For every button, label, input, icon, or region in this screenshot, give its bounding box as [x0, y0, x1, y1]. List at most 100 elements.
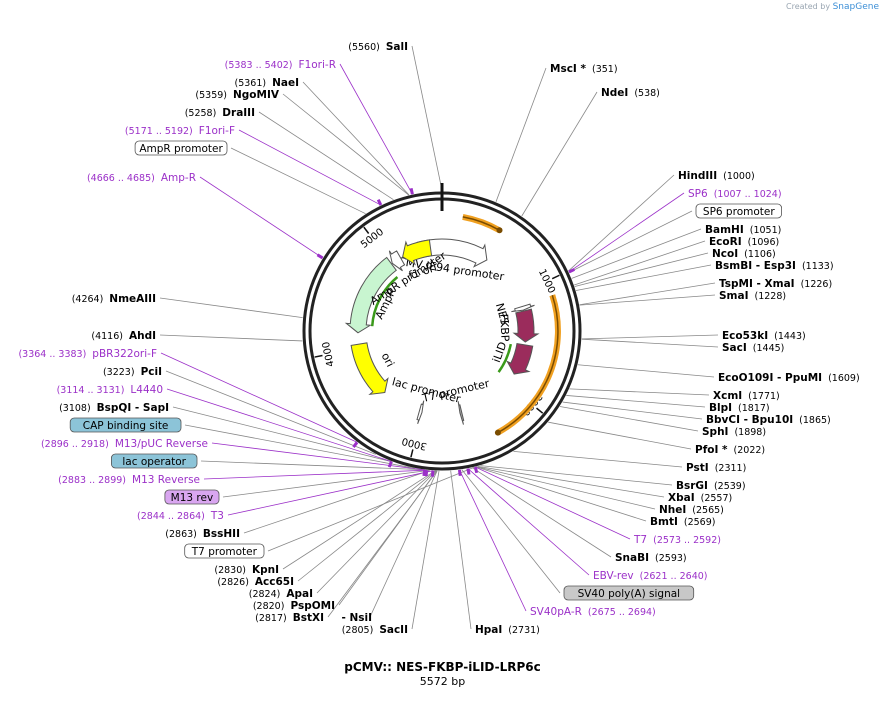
feature-t7-promoter	[457, 401, 465, 425]
site-position: (1000)	[723, 171, 755, 182]
leader-sacii	[411, 470, 440, 630]
label-text-psti: PstI(2311)	[686, 462, 746, 474]
site-name: NcoI	[712, 248, 738, 260]
leader-lac-operator	[200, 460, 423, 471]
leader-tspmi	[579, 282, 716, 306]
snapgene-logo: SnapGene	[832, 2, 879, 12]
site-name: TspMI - XmaI	[719, 278, 795, 290]
primer-mark	[352, 441, 359, 448]
leader-eco0109i	[577, 364, 715, 378]
site-position: (2817)	[255, 613, 287, 624]
primer-mark	[387, 460, 393, 468]
leader-bspqi	[172, 406, 393, 463]
label-text-f1ori-f: (5171 .. 5192)F1ori-F	[125, 125, 235, 137]
leader-psti	[513, 450, 683, 468]
leader-amp-r	[199, 176, 323, 259]
tick-label: 5000	[359, 227, 386, 251]
leader-draiii	[258, 111, 394, 201]
label-sv40pa-r: SV40pA-R(2675 .. 2694)	[530, 606, 656, 618]
site-name: XcmI	[713, 390, 742, 402]
leader-m13-reverse	[203, 469, 427, 480]
label-m13-puc-reverse: (2896 .. 2918)M13/pUC Reverse	[41, 438, 208, 450]
label-bsmbi: BsmBI - Esp3I(1133)	[715, 260, 834, 272]
site-position: (1051)	[750, 225, 782, 236]
tick-mark	[536, 407, 544, 414]
site-name: NaeI	[272, 77, 299, 89]
site-position: (4116)	[91, 331, 123, 342]
label-acc65i: (2826)Acc65I	[217, 576, 294, 588]
feature-nes	[511, 303, 535, 313]
leader-blpi	[566, 395, 706, 408]
site-name: SacI	[722, 342, 747, 354]
leader-bsmbi	[575, 264, 712, 291]
leader-l4440	[166, 388, 392, 462]
site-name: EBV-rev	[593, 570, 634, 582]
site-name: BbvCI - Bpu10I	[706, 414, 793, 426]
primer-mark	[457, 469, 462, 477]
label-text-sv40pa-r: SV40pA-R(2675 .. 2694)	[530, 606, 656, 618]
site-name: MscI *	[550, 63, 586, 75]
leader-cap-binding-site	[184, 424, 415, 469]
label-text-draiii: (5258)DraIII	[185, 107, 255, 119]
label-text-ebv-rev: EBV-rev(2621 .. 2640)	[593, 570, 708, 582]
label-text-bstxi: (2817)BstXI	[255, 612, 324, 624]
feature-lac-promoter	[416, 400, 425, 425]
site-name: BssHII	[203, 528, 240, 540]
site-name: SacII	[379, 624, 408, 636]
label-text-sv40-polya: SV40 poly(A) signal	[578, 588, 681, 600]
label-text-sacii: (2805)SacII	[342, 624, 408, 636]
site-name: SmaI	[719, 290, 749, 302]
leader-f1ori-r	[339, 63, 413, 195]
site-name: - NsiI	[341, 612, 372, 624]
label-box-lac-operator	[111, 453, 198, 469]
plasmid-size: 5572 bp	[419, 675, 466, 688]
leader-bsrgi	[480, 465, 673, 486]
leader-smai	[579, 294, 716, 306]
label-text-smai: SmaI(1228)	[719, 290, 786, 302]
leader-acc65i	[297, 470, 436, 582]
feature-label-fkbp: FKBP	[497, 313, 512, 342]
site-position: (351)	[592, 64, 618, 75]
leader-t7-promoter-label	[267, 466, 475, 552]
leader-nhei	[476, 466, 656, 510]
orf-arc-head	[496, 227, 503, 234]
leader-hpai	[450, 470, 472, 630]
label-text-saci: SacI(1445)	[722, 342, 784, 354]
leader-naei	[302, 81, 410, 196]
label-kpni: (2830)KpnI	[214, 564, 279, 576]
feature-ampr	[344, 256, 398, 334]
primer-mark	[409, 187, 414, 195]
label-draiii: (5258)DraIII	[185, 107, 255, 119]
label-text-bsmbi: BsmBI - Esp3I(1133)	[715, 260, 834, 272]
snapgene-brand: Created by SnapGene	[786, 2, 879, 12]
feature-ori	[350, 342, 389, 396]
label-text-eco53ki: Eco53kI(1443)	[722, 330, 806, 342]
label-text-ahdi: (4116)AhdI	[91, 330, 156, 342]
orf-arc-head	[494, 429, 501, 436]
label-text-blpi: BlpI(1817)	[709, 402, 770, 414]
leader-nsii	[369, 470, 438, 618]
leader-sp6-promoter	[568, 210, 693, 273]
site-position: (2830)	[214, 565, 246, 576]
label-text-nmeaiii: (4264)NmeAIII	[72, 293, 156, 305]
site-position: (1443)	[774, 331, 806, 342]
leader-ngomiv	[282, 93, 409, 196]
site-position: (5560)	[348, 42, 380, 53]
label-text-t3: (2844 .. 2864)T3	[137, 510, 224, 522]
label-saci: SacI(1445)	[722, 342, 784, 354]
tick-label: 3000	[401, 435, 428, 452]
site-name: BspQI - SapI	[97, 402, 169, 414]
site-name: M13/pUC Reverse	[115, 438, 208, 450]
site-position: (2883 .. 2899)	[58, 475, 126, 486]
site-name: F1ori-F	[199, 125, 235, 137]
label-text-ampr-promoter-label: AmpR promoter	[139, 143, 223, 155]
label-cap-binding-site: CAP binding site	[69, 417, 182, 433]
label-text-naei: (5361)NaeI	[235, 77, 300, 89]
site-position: (1898)	[734, 427, 766, 438]
label-text-bspqi: (3108)BspQI - SapI	[59, 402, 169, 414]
label-text-xcmi: XcmI(1771)	[713, 390, 780, 402]
site-position: (1226)	[801, 279, 833, 290]
label-text-tspmi: TspMI - XmaI (1226)	[719, 278, 832, 290]
label-pfoi: PfoI *(2022)	[695, 444, 765, 456]
leader-snabi	[472, 467, 612, 558]
